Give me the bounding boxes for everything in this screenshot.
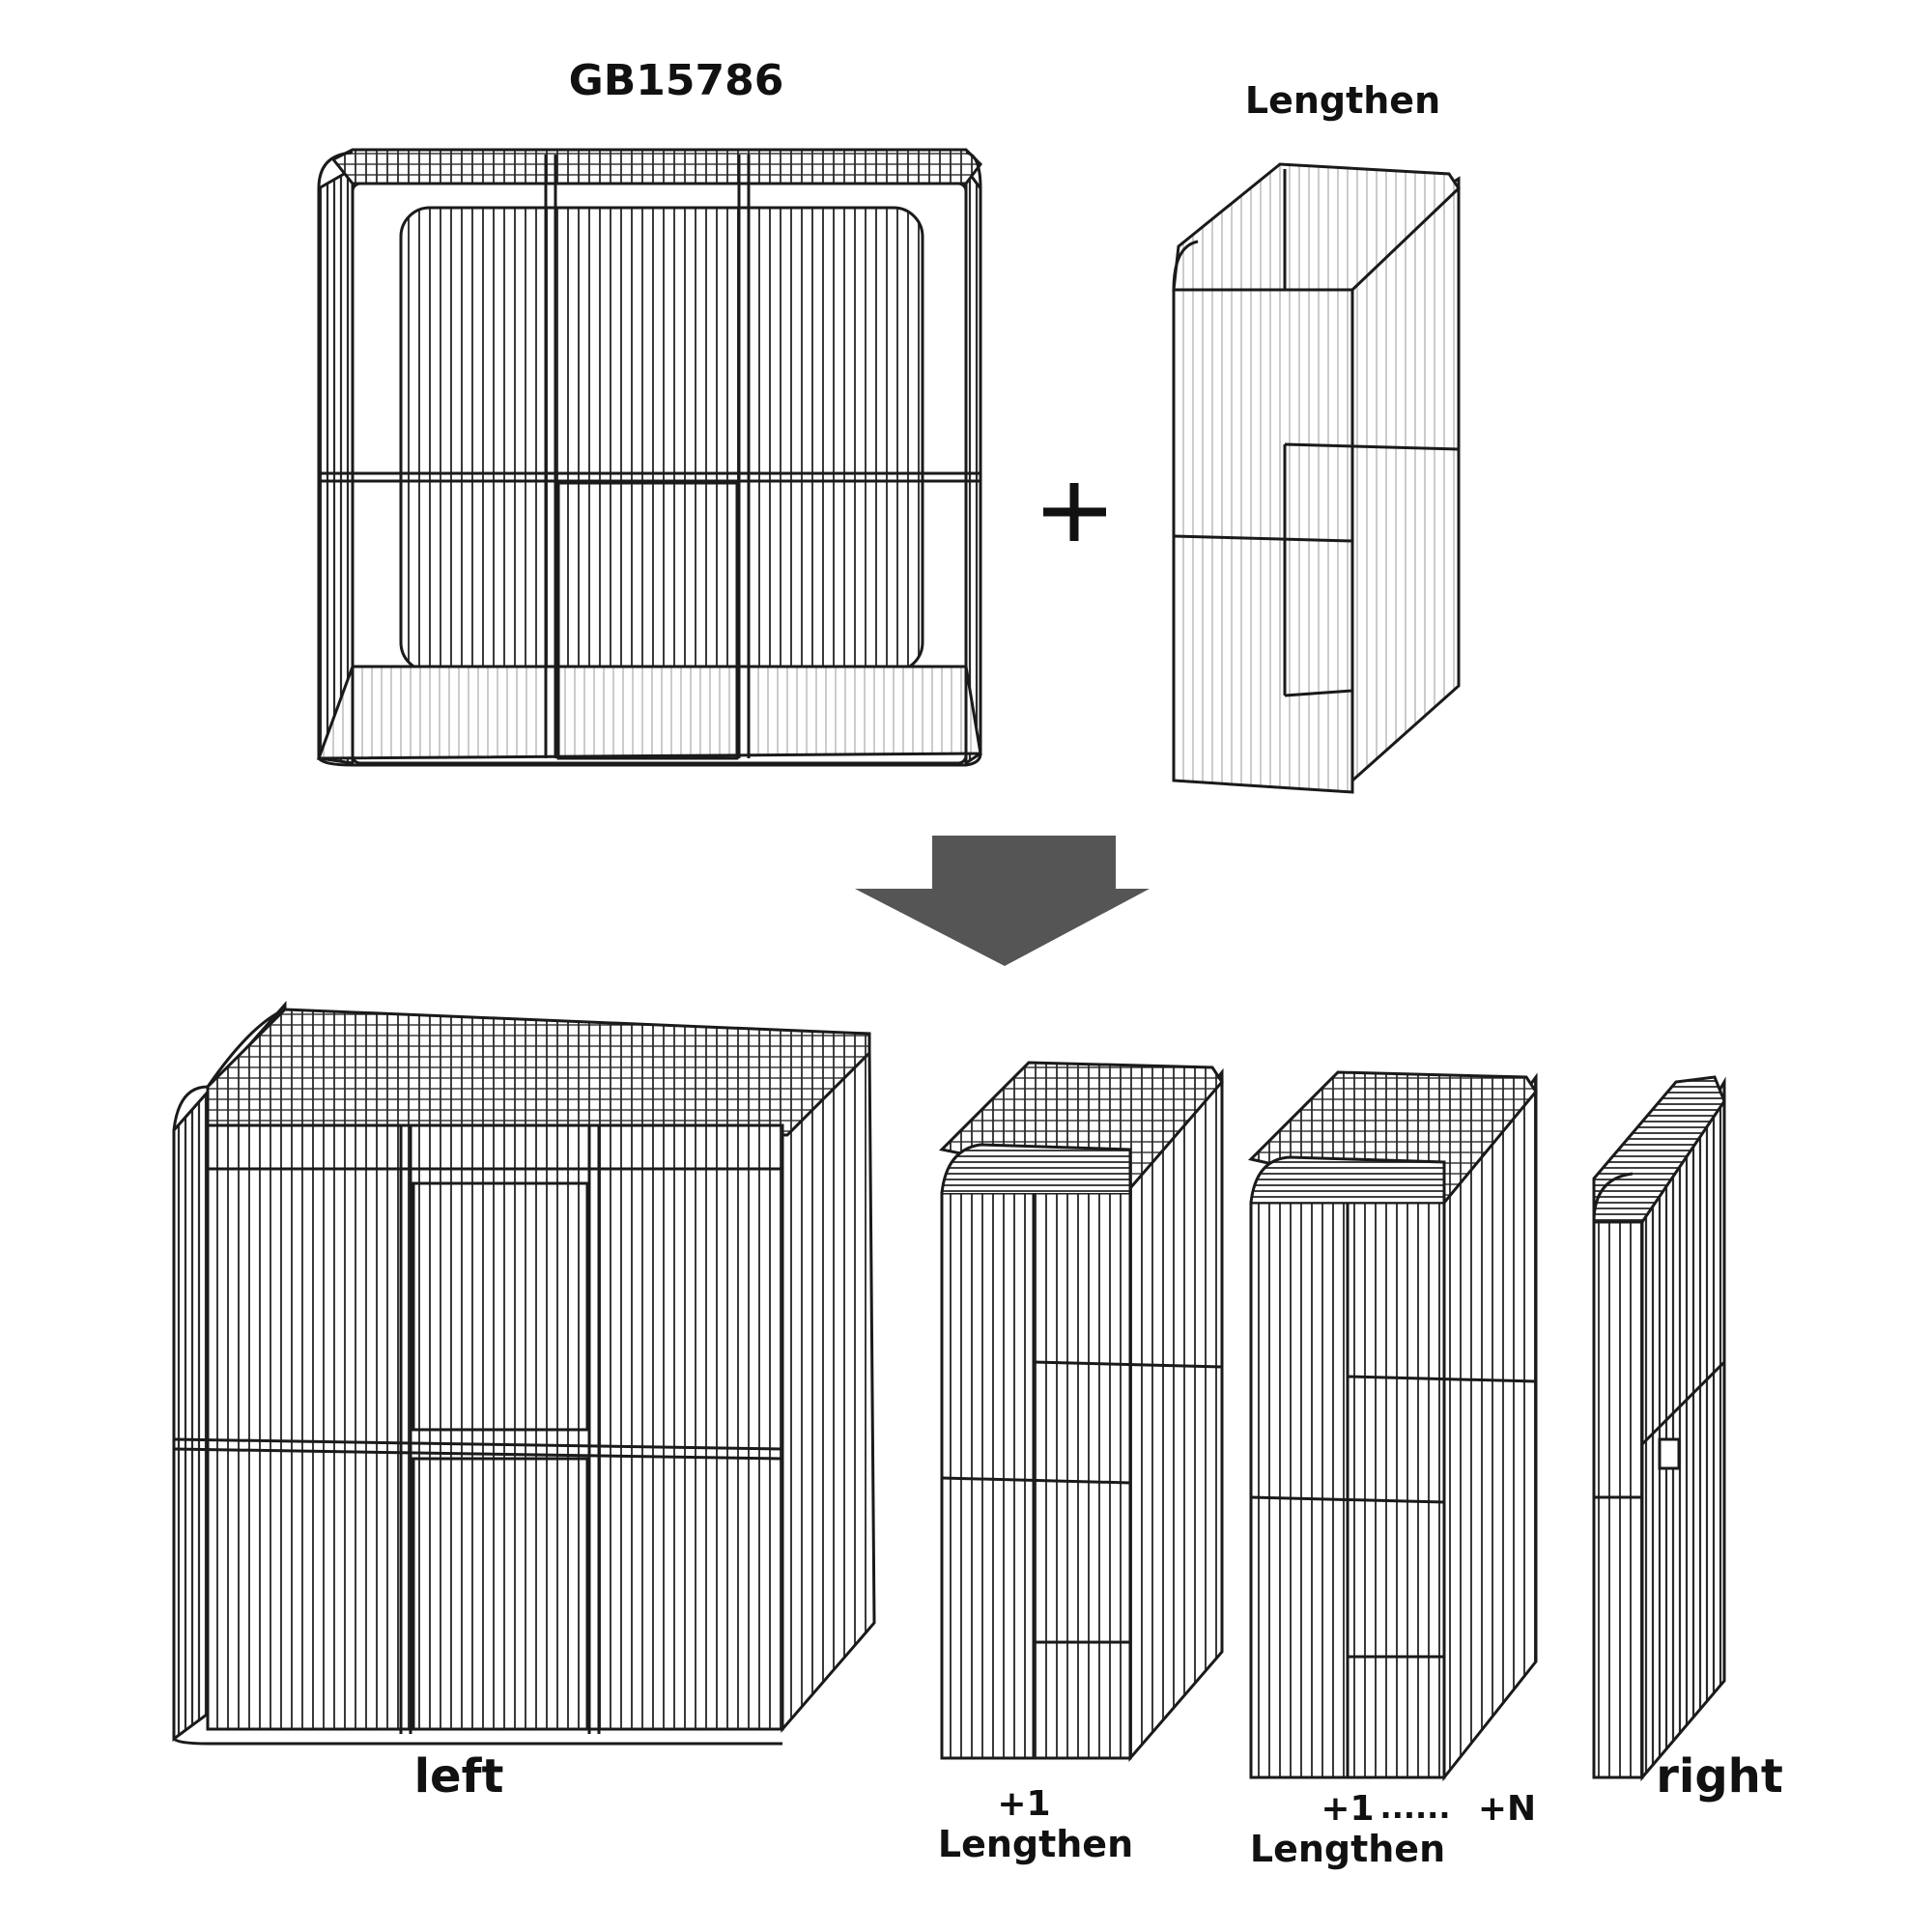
lengthen-label-b: Lengthen [1249,1828,1446,1870]
lengthen-section-b-drawing [1248,1070,1538,1782]
lengthen-section-a-drawing [938,1061,1224,1763]
ellipsis-label: ...... [1379,1789,1451,1826]
plus-one-label-a: +1 [997,1784,1051,1824]
left-section-drawing [172,1001,876,1746]
lengthen-top-label: Lengthen [1244,79,1441,122]
model-number-label: GB15786 [568,56,784,105]
right-label: right [1656,1749,1783,1804]
lengthen-module-drawing [1172,162,1461,794]
plus-n-label: +N [1477,1789,1537,1829]
right-section-drawing [1592,1075,1726,1782]
plus-one-label-b: +1 [1321,1789,1375,1829]
plus-sign [1043,483,1106,541]
down-arrow [855,836,1150,966]
left-label: left [413,1749,504,1804]
lengthen-label-a: Lengthen [937,1823,1134,1865]
main-cage-drawing [316,148,982,767]
